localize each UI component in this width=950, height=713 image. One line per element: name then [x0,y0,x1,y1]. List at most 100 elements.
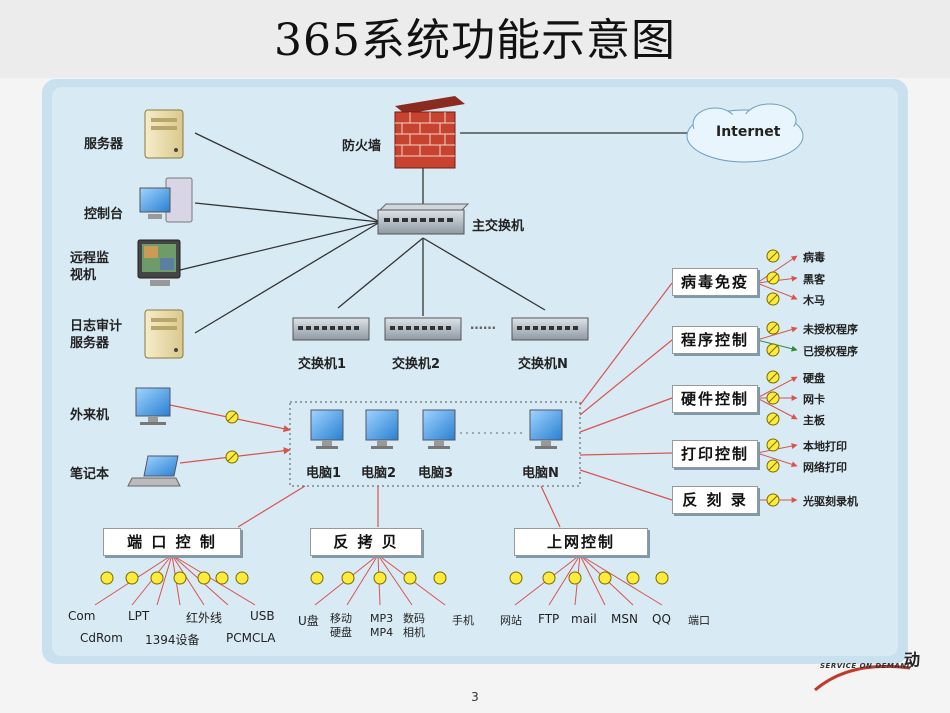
label-firewall: 防火墙 [342,139,382,154]
label-console: 控制台 [84,207,124,222]
leaf-website: 网站 [500,614,522,627]
line-web [540,485,561,528]
leaf-msn: MSN [611,612,638,626]
pc2-monitor-icon [365,409,399,449]
node-slashes [768,251,778,505]
label-switchN: 交换机N [518,357,568,372]
internet-cloud-icon [686,103,804,163]
label-switch1: 交换机1 [298,357,347,372]
diagram-panel-inner [52,87,898,656]
server-icon [144,109,184,159]
page-title: 365系统功能示意图 [274,15,676,66]
notebook-icon [127,455,181,487]
leaf-usb: USB [250,609,275,623]
line-program [579,339,673,416]
log-server-icon [144,309,184,359]
line-print [579,452,673,456]
uplink-lines [179,132,690,334]
label-external-pc: 外来机 [70,408,110,423]
box-web-control: 上网控制 [514,528,648,556]
leaf-virus: 病毒 [803,251,825,264]
leaf-mobile-phone: 手机 [452,614,474,627]
diagram-panel [42,79,908,664]
box-print-control: 打印控制 [672,440,758,468]
line-hardware [579,397,673,433]
leaf-cd-burner: 光驱刻录机 [803,495,858,508]
pc1-monitor-icon [310,409,344,449]
leaf-network-print: 网络打印 [803,461,847,474]
main-switch-icon [377,203,470,235]
leaf-hacker: 黑客 [803,273,825,286]
logo-character: 动 [904,650,921,669]
link-log-server [194,221,381,334]
pc-group-box [289,401,581,487]
leaf-digital-camera: 数码 相机 [403,612,425,639]
leaf-trojan: 木马 [803,294,825,307]
link-switchN [422,237,546,311]
leaf-qq: QQ [652,612,671,626]
box-anti-burn: 反 刻 录 [672,486,758,514]
box-hardware-control: 硬件控制 [672,385,758,413]
leaf-mp3-mp4: MP3 MP4 [370,612,394,639]
label-pc2: 电脑2 [361,466,397,481]
leaf-harddisk: 硬盘 [803,372,825,385]
leaf-local-print: 本地打印 [803,440,847,453]
leaf-mobile-harddisk: 移动 硬盘 [330,612,352,639]
web-leaf-lines [514,554,663,606]
switch1-icon [292,317,370,341]
leaf-udisk: U盘 [298,614,319,628]
link-server [194,132,381,223]
switch2-icon [384,317,462,341]
logo-text: SERVICE ON DEMAND [820,662,913,670]
label-pc1: 电脑1 [306,466,342,481]
leaf-mail: mail [571,612,597,626]
right-control-lines [579,282,673,501]
external-nodes [225,410,239,464]
leaf-authorized-program: 已授权程序 [803,345,858,358]
link-console [194,202,381,223]
logo-swoosh [814,664,911,692]
leaf-lpt: LPT [128,609,150,623]
leaf-ftp: FTP [538,612,560,626]
line-burn [579,469,673,501]
monitor-tv-icon [137,239,181,286]
box-virus-immunity: 病毒免疫 [672,268,758,296]
label-internet: Internet [716,124,781,140]
switchN-icon [511,317,589,341]
label-main-switch: 主交换机 [472,219,525,234]
label-remote-monitor: 远程监 视机 [70,251,110,283]
bottom-control-lines [237,485,561,528]
leaf-unauthorized-program: 未授权程序 [803,323,858,336]
console-icon [139,177,193,223]
link-monitor [179,221,381,271]
box-port-control: 端 口 控 制 [103,528,241,556]
leaf-port: 端口 [688,614,710,627]
link-switch1 [337,237,424,309]
page-number: 3 [471,690,479,704]
line-port [237,485,306,528]
pc3-monitor-icon [422,409,456,449]
leaf-motherboard: 主板 [803,414,825,427]
bottom-leaf-nodes [100,571,669,585]
pcN-monitor-icon [529,409,563,449]
box-program-control: 程序控制 [672,326,758,354]
label-switch2: 交换机2 [392,357,441,372]
label-pc3: 电脑3 [418,466,454,481]
port-leaf-lines [94,554,256,606]
label-log-server: 日志审计 服务器 [70,319,123,351]
leaf-1394: 1394设备 [145,633,200,647]
label-notebook: 笔记本 [70,467,110,482]
leaf-nic: 网卡 [803,393,825,406]
label-switch-dots: …… [470,318,496,333]
leaf-pcmcla: PCMCLA [226,631,276,645]
box-anti-copy: 反 拷 贝 [310,528,422,556]
leaf-infrared: 红外线 [186,611,223,625]
label-server: 服务器 [84,137,124,152]
external-pc-monitor-icon [135,387,171,425]
right-leaf-nodes [766,249,780,507]
header-band [0,0,950,78]
firewall-icon [394,96,465,169]
label-pcN: 电脑N [522,466,559,481]
leaf-com: Com [68,609,96,623]
